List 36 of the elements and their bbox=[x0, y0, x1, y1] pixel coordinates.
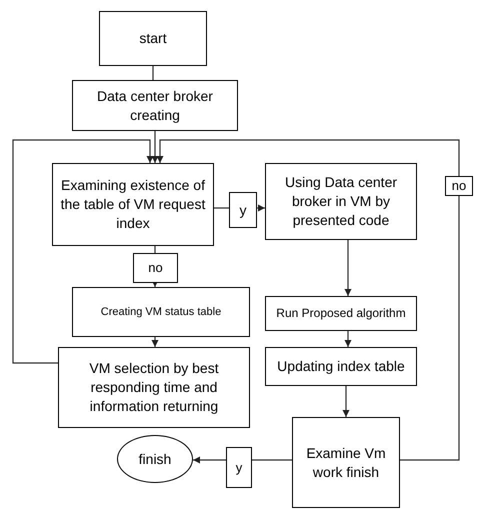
connector-arrow bbox=[12, 139, 154, 364]
node-text: y bbox=[240, 200, 246, 220]
decision-box bbox=[52, 163, 214, 246]
start-box bbox=[99, 11, 207, 66]
branch-label-box bbox=[445, 176, 473, 196]
process-box bbox=[265, 163, 417, 240]
node-text: no bbox=[148, 259, 163, 277]
node-text: Creating VM status table bbox=[100, 304, 222, 320]
connector-arrow bbox=[152, 131, 158, 163]
process-box bbox=[265, 347, 417, 386]
node-text: Run Proposed algorithm bbox=[276, 305, 406, 322]
connector-arrow bbox=[156, 139, 460, 176]
node-text: y bbox=[236, 458, 242, 476]
process-box bbox=[72, 287, 250, 337]
process-box bbox=[58, 347, 250, 428]
connector-arrow bbox=[342, 386, 350, 417]
node-text: no bbox=[452, 177, 466, 195]
node-text: finish bbox=[138, 450, 172, 468]
connector-arrow bbox=[344, 240, 352, 296]
node-text: Using Data center broker in VM by presented code bbox=[284, 173, 398, 230]
node-text: Examine Vm work finish bbox=[305, 444, 387, 482]
branch-label-box bbox=[226, 447, 252, 488]
node-text: start bbox=[139, 29, 167, 48]
connector-arrow bbox=[152, 337, 158, 347]
connector-arrow bbox=[257, 204, 265, 212]
connector-arrow bbox=[193, 456, 226, 464]
node-text: VM selection by best responding time and information returning bbox=[88, 359, 220, 416]
node-text: Data center broker creating bbox=[96, 86, 214, 124]
process-box bbox=[265, 296, 417, 331]
branch-label-box bbox=[133, 253, 178, 283]
connector-arrow bbox=[344, 331, 352, 347]
process-box bbox=[72, 80, 238, 131]
branch-label-box bbox=[229, 192, 257, 228]
decision-box bbox=[292, 417, 400, 508]
node-text: Updating index table bbox=[277, 357, 405, 376]
node-text: Examining existence of the table of VM request index bbox=[60, 176, 206, 233]
